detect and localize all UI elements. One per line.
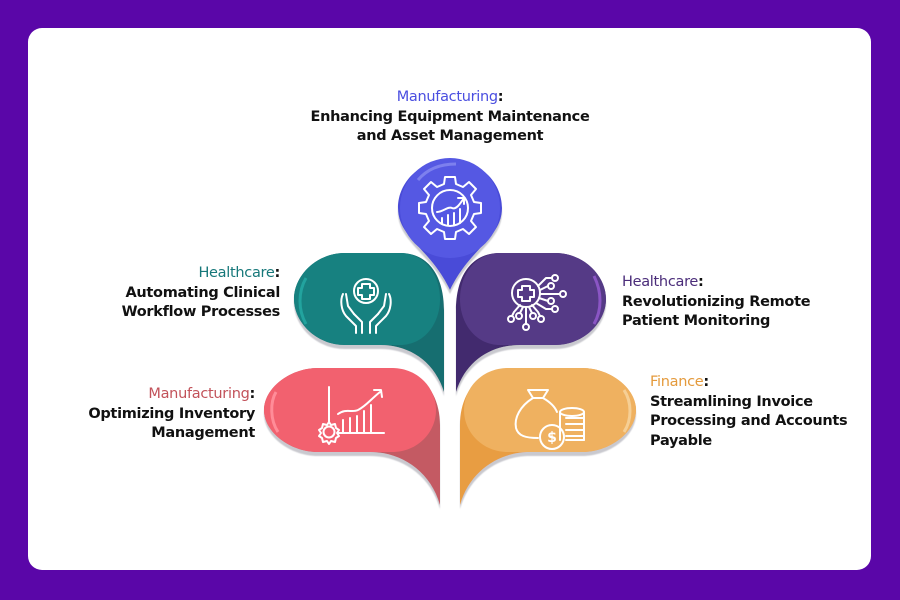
- hands-medical-cross-icon: [340, 278, 392, 334]
- category-label: Healthcare: [622, 274, 699, 290]
- infographic-card: [28, 28, 871, 570]
- leaf-clinical-workflow: [294, 253, 444, 392]
- gear-growth-chart-icon: [318, 386, 385, 445]
- label-clinical-workflow: Healthcare: Automating Clinical Workflow…: [90, 264, 281, 323]
- label-inventory-management: Manufacturing: Optimizing Inventory Mana…: [50, 385, 255, 444]
- label-remote-monitoring: Healthcare: Revolutionizing Remote Patie…: [622, 273, 852, 332]
- description-line-2: Management: [151, 425, 255, 441]
- money-bag-coins-icon: $: [514, 389, 585, 450]
- leaf-remote-monitoring: [456, 253, 606, 392]
- description-line-2: Patient Monitoring: [622, 313, 771, 329]
- category-colon: :: [274, 265, 281, 281]
- category-colon: :: [703, 374, 709, 390]
- category-label: Healthcare: [198, 265, 275, 281]
- description-line-1: Automating Clinical: [125, 284, 280, 301]
- description-line-1: Revolutionizing Remote: [622, 293, 811, 310]
- leaf-highlight: [416, 162, 457, 181]
- leaf-equipment-maintenance: [398, 158, 502, 290]
- medical-network-icon: [507, 274, 567, 331]
- description-line-2: Processing and Accounts: [650, 413, 848, 429]
- description-line-3: Payable: [650, 432, 712, 449]
- leaf-highlight: [592, 275, 602, 325]
- category-label: Finance: [650, 374, 704, 390]
- description-line-1: Streamlining Invoice: [650, 393, 813, 410]
- category-label: Manufacturing: [148, 386, 250, 402]
- leaf-face: [460, 253, 606, 345]
- svg-text:$: $: [547, 430, 557, 446]
- leaf-highlight: [298, 277, 308, 325]
- description-line-2: Workflow Processes: [121, 304, 281, 320]
- gear-chart-icon: [418, 176, 482, 240]
- category-colon: :: [497, 89, 504, 105]
- description-line-1: Enhancing Equipment Maintenance: [310, 108, 590, 125]
- description-line-2: and Asset Management: [356, 128, 544, 144]
- description-line-1: Optimizing Inventory: [88, 405, 255, 422]
- leaf-face: [464, 368, 636, 452]
- leaf-highlight: [270, 391, 280, 433]
- category-colon: :: [698, 274, 704, 290]
- leaf-inventory-management: [264, 368, 440, 505]
- category-colon: :: [249, 386, 256, 402]
- leaf-invoice-processing: $: [460, 368, 636, 505]
- leaf-highlight: [622, 389, 632, 433]
- category-label: Manufacturing: [396, 89, 498, 105]
- label-invoice-processing: Finance: Streamlining Invoice Processing…: [650, 373, 865, 451]
- label-equipment-maintenance: Manufacturing: Enhancing Equipment Maint…: [290, 88, 610, 147]
